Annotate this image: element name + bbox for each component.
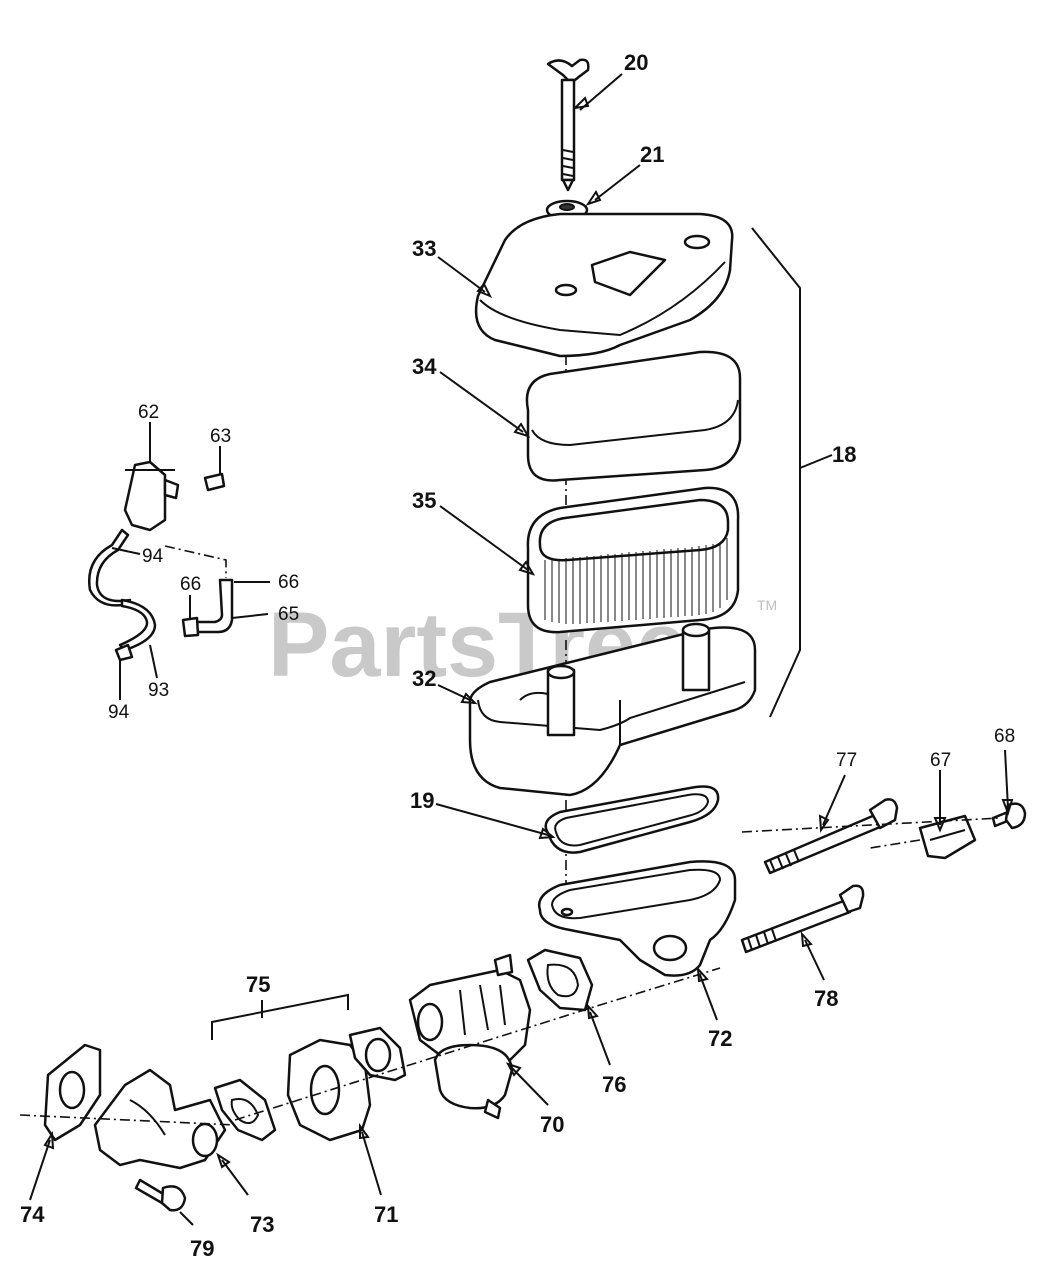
intake-center-line [19,967,721,1126]
callout-21: 21 [640,142,664,167]
gasket-part-76 [526,948,594,1012]
leader-lines [29,73,1014,1226]
callout-67: 67 [930,750,951,771]
gasket-part-75-right [348,1026,407,1082]
screw-part-63 [203,472,226,492]
adapter-part-72 [537,860,737,977]
gasket-part-74 [43,1043,102,1142]
wing-screw-part-20 [546,58,590,192]
callout-34: 34 [412,354,437,379]
callout-76: 76 [602,1072,626,1097]
callout-73: 73 [250,1212,274,1237]
callout-66-right: 66 [278,572,299,593]
callout-94-upper: 94 [142,546,164,567]
callout-74: 74 [20,1202,45,1227]
callout-63: 63 [210,426,231,447]
callout-78: 78 [814,986,838,1011]
gasket-part-75-left [213,1078,277,1142]
carburetor-part-70 [408,953,532,1120]
air-cleaner-cover-part-33 [474,212,734,358]
callout-19: 19 [410,788,434,813]
bolt-part-78 [740,884,865,954]
callout-68: 68 [994,726,1015,747]
callout-75: 75 [246,972,270,997]
spacer-part-71 [286,1038,372,1142]
air-filter-part-35 [526,486,740,634]
hose-part-94-upper [88,528,132,607]
bracket-75 [211,993,349,1040]
callout-62: 62 [138,402,159,423]
hose-part-93 [118,598,157,652]
callout-65: 65 [278,604,299,625]
callout-71: 71 [374,1202,398,1227]
callout-94-lower: 94 [108,702,130,723]
callout-72: 72 [708,1026,732,1051]
pre-cleaner-part-34 [525,350,742,482]
callout-18: 18 [832,442,856,467]
callout-33: 33 [412,236,436,261]
callout-32: 32 [412,666,436,691]
intake-elbow-part-73 [93,1068,227,1170]
watermark-trademark: TM [757,597,777,613]
callout-93: 93 [148,680,169,701]
bracket-part-67 [918,814,977,860]
callout-70: 70 [540,1112,564,1137]
callout-77: 77 [836,750,857,771]
bolt-part-77 [763,798,899,875]
air-cleaner-base-part-32 [468,622,757,797]
kit-bracket-18 [751,227,801,718]
gasket-part-19 [544,785,720,854]
clamp-part-94-lower [114,643,134,662]
callout-labels: 20 21 33 34 35 32 18 19 62 63 94 66 66 6… [20,50,1015,1261]
callout-35: 35 [412,488,436,513]
callout-79: 79 [190,1236,214,1261]
fuel-line-part-65 [181,578,234,638]
fuel-pump-part-62 [123,460,180,532]
bolt-center-line [741,817,1001,849]
filter-pleats [544,538,728,624]
screw-part-68 [991,802,1027,830]
callout-66-left: 66 [180,574,201,595]
callout-20: 20 [624,50,648,75]
fuel-line-center [164,545,227,578]
bolt-part-79 [134,1178,187,1212]
